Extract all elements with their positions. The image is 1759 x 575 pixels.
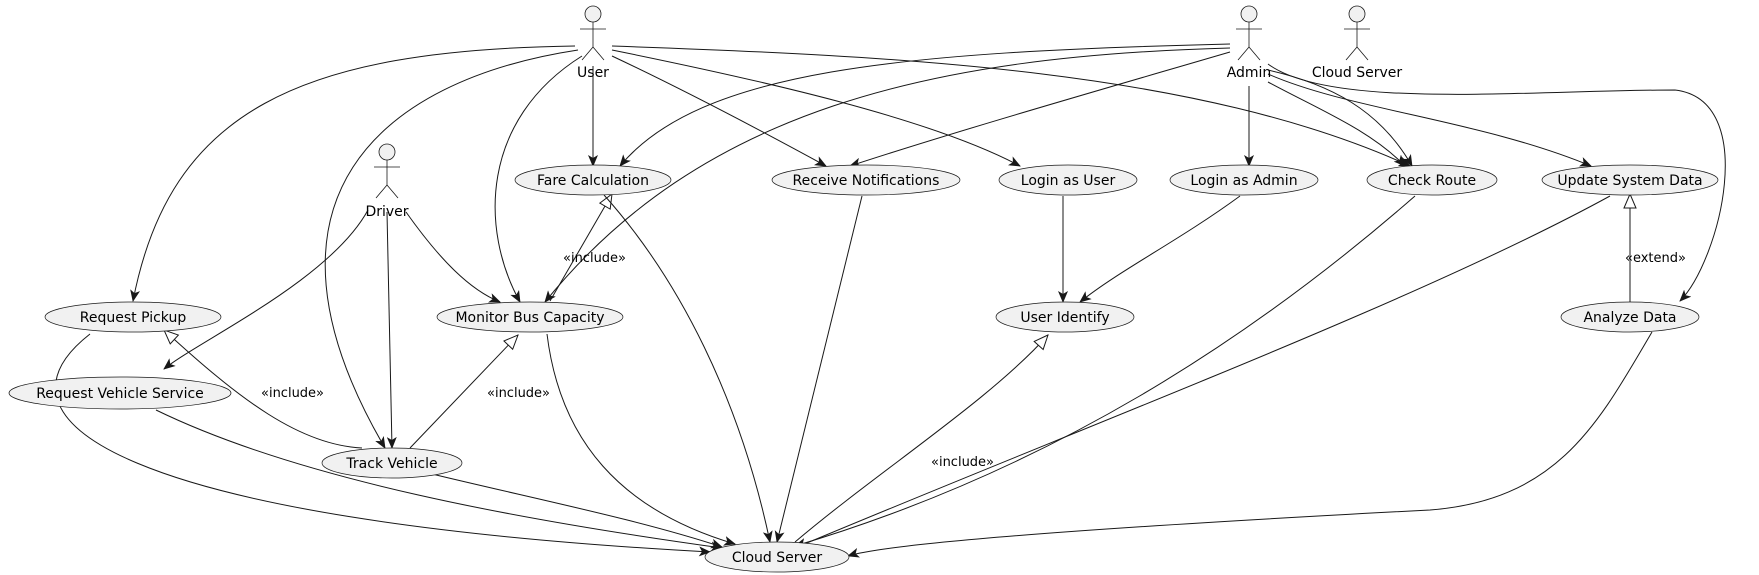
usecase-user-identify: User Identify — [995, 301, 1135, 333]
svg-text:Fare Calculation: Fare Calculation — [537, 173, 649, 189]
edge-admin-checkroute — [1267, 81, 1406, 167]
usecase-monitor-bus-capacity: Monitor Bus Capacity — [436, 301, 624, 333]
svg-text:Request Pickup: Request Pickup — [80, 310, 187, 326]
edge-vehicleservice-cloud — [155, 409, 723, 552]
label-analyze-update-extend: «extend» — [1625, 251, 1686, 266]
label-cloud-identify-include: «include» — [931, 455, 994, 470]
usecase-request-vehicle-service: Request Vehicle Service — [8, 376, 232, 410]
usecase-fare-calculation: Fare Calculation — [514, 164, 672, 196]
edge-user-pickup — [130, 45, 576, 302]
svg-text:Check Route: Check Route — [1388, 173, 1476, 189]
svg-text:Driver: Driver — [365, 204, 408, 220]
svg-text:Track Vehicle: Track Vehicle — [345, 456, 437, 472]
edge-admin-monitor — [544, 47, 1231, 303]
actor-user: User — [577, 5, 609, 81]
svg-text:Receive Notifications: Receive Notifications — [793, 173, 940, 189]
edge-track-monitor — [409, 335, 518, 449]
svg-text:Analyze Data: Analyze Data — [1583, 310, 1676, 326]
svg-text:Monitor Bus Capacity: Monitor Bus Capacity — [455, 310, 604, 326]
edge-user-loginuser — [611, 49, 1021, 167]
edge-labels: «include» «include» «include» «include» … — [261, 251, 1686, 470]
usecase-request-pickup: Request Pickup — [44, 301, 222, 333]
usecase-login-as-admin: Login as Admin — [1169, 164, 1319, 196]
label-track-pickup-include: «include» — [261, 386, 324, 401]
usecase-update-system-data: Update System Data — [1541, 164, 1719, 196]
actor-cloud-server: Cloud Server — [1312, 5, 1403, 81]
edge-user-track — [324, 49, 579, 449]
usecase-login-as-user: Login as User — [998, 164, 1138, 196]
usecase-track-vehicle: Track Vehicle — [321, 447, 463, 479]
usecase-check-route: Check Route — [1366, 164, 1498, 196]
usecase-receive-notifications: Receive Notifications — [771, 164, 961, 196]
edge-monitor-fare — [549, 194, 612, 302]
edge-notif-cloud — [774, 195, 863, 543]
svg-text:Request Vehicle Service: Request Vehicle Service — [36, 386, 204, 402]
edge-driver-track — [386, 211, 397, 449]
svg-text:Cloud Server: Cloud Server — [732, 550, 823, 566]
edge-user-checkroute — [611, 45, 1411, 167]
edge-cloud-identify — [794, 335, 1048, 543]
edge-pickup-cloud — [55, 333, 711, 557]
svg-text:Cloud Server: Cloud Server — [1312, 65, 1403, 81]
label-monitor-fare-include: «include» — [563, 251, 626, 266]
svg-text:User Identify: User Identify — [1020, 310, 1109, 326]
edge-driver-vehicleservice — [163, 209, 369, 370]
edge-admin-checkroute-2 — [1267, 69, 1413, 167]
edge-admin-fare — [619, 43, 1231, 167]
edge-admin-notif — [849, 51, 1231, 168]
svg-text:Update System Data: Update System Data — [1557, 173, 1702, 189]
actors: User Driver Admin Cloud Server — [365, 5, 1403, 220]
edge-track-cloud — [431, 473, 723, 549]
edge-track-pickup — [164, 330, 363, 449]
edge-fare-cloud — [603, 194, 773, 543]
edge-admin-updatesys — [1267, 73, 1592, 167]
use-cases: Fare Calculation Receive Notifications L… — [8, 164, 1719, 573]
label-track-monitor-include: «include» — [487, 386, 550, 401]
edge-checkroute-cloud — [794, 195, 1416, 548]
edge-loginadmin-identify — [1079, 195, 1241, 303]
svg-text:Login as User: Login as User — [1021, 173, 1116, 189]
edge-analyze-cloud — [847, 331, 1653, 558]
actor-admin: Admin — [1227, 5, 1272, 81]
edges — [55, 43, 1726, 558]
usecase-cloud-server: Cloud Server — [704, 541, 850, 573]
svg-text:Admin: Admin — [1227, 65, 1272, 81]
edge-admin-analyze — [1267, 63, 1726, 302]
edge-driver-monitor — [405, 211, 501, 303]
edge-monitor-cloud — [546, 333, 736, 546]
svg-text:User: User — [577, 65, 609, 81]
edge-user-monitor — [494, 55, 583, 303]
svg-text:Login as Admin: Login as Admin — [1190, 173, 1297, 189]
edge-updatesys-cloud — [794, 195, 1611, 549]
edge-user-notif — [611, 55, 827, 167]
actor-driver: Driver — [365, 143, 409, 220]
usecase-analyze-data: Analyze Data — [1560, 301, 1700, 333]
